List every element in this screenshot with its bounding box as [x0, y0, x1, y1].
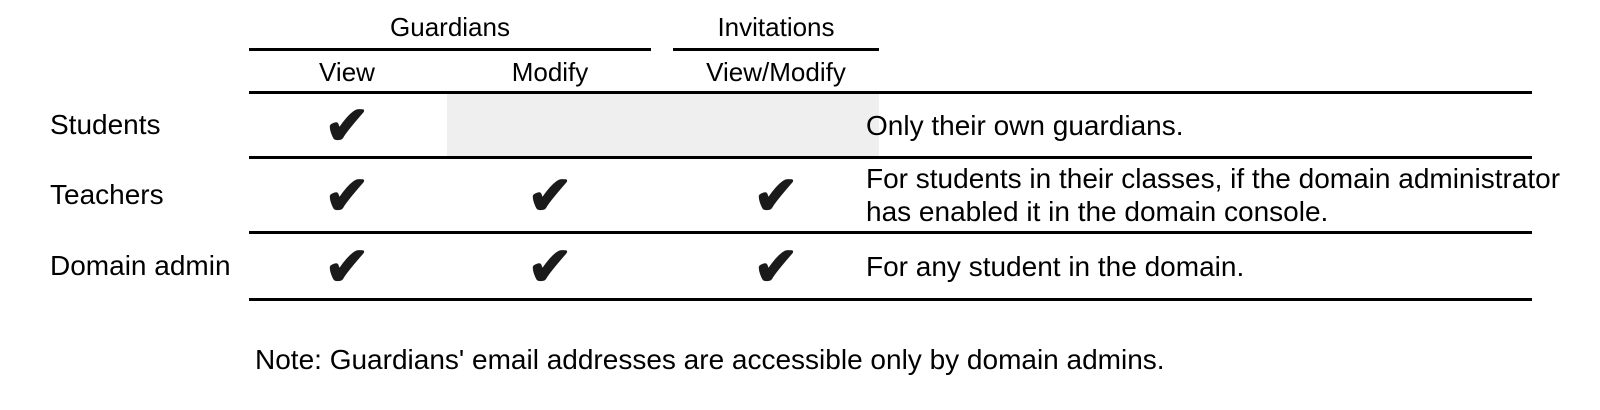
disabled-cells-overlay	[447, 94, 879, 156]
table-row-domain-admin: Domain admin ✔ ✔ ✔ For any student in th…	[0, 234, 1600, 298]
check-icon: ✔	[527, 165, 573, 226]
table-bottom-divider	[249, 298, 1532, 301]
column-header-view-modify: View/Modify	[706, 57, 846, 87]
column-group-guardians: Guardians	[390, 12, 510, 42]
row-divider	[249, 231, 1532, 234]
check-icon: ✔	[527, 236, 573, 297]
column-header-modify: Modify	[511, 57, 589, 87]
column-header-view: View	[319, 57, 375, 87]
row-label-students: Students	[50, 109, 161, 140]
table-row-students: Students ✔ Only their own guardians.	[0, 94, 1600, 156]
row-note-teachers: For students in their classes, if the do…	[866, 163, 1561, 227]
invitations-underline	[673, 48, 879, 51]
header-divider	[249, 91, 1532, 94]
check-icon: ✔	[324, 236, 370, 297]
check-icon: ✔	[753, 165, 799, 226]
row-label-teachers: Teachers	[50, 179, 164, 210]
row-divider	[249, 156, 1532, 159]
row-note-students: Only their own guardians.	[866, 109, 1184, 141]
check-icon: ✔	[753, 236, 799, 297]
empty-cell	[676, 94, 876, 156]
table-footnote: Note: Guardians' email addresses are acc…	[255, 344, 1165, 375]
table-row-teachers: Teachers ✔ ✔ ✔ For students in their cla…	[0, 159, 1600, 231]
empty-cell	[450, 94, 650, 156]
guardians-underline	[249, 48, 651, 51]
check-icon: ✔	[324, 95, 370, 156]
check-icon: ✔	[324, 165, 370, 226]
row-label-domain-admin: Domain admin	[50, 250, 231, 281]
column-group-invitations: Invitations	[717, 12, 835, 42]
row-note-domain-admin: For any student in the domain.	[866, 250, 1245, 282]
